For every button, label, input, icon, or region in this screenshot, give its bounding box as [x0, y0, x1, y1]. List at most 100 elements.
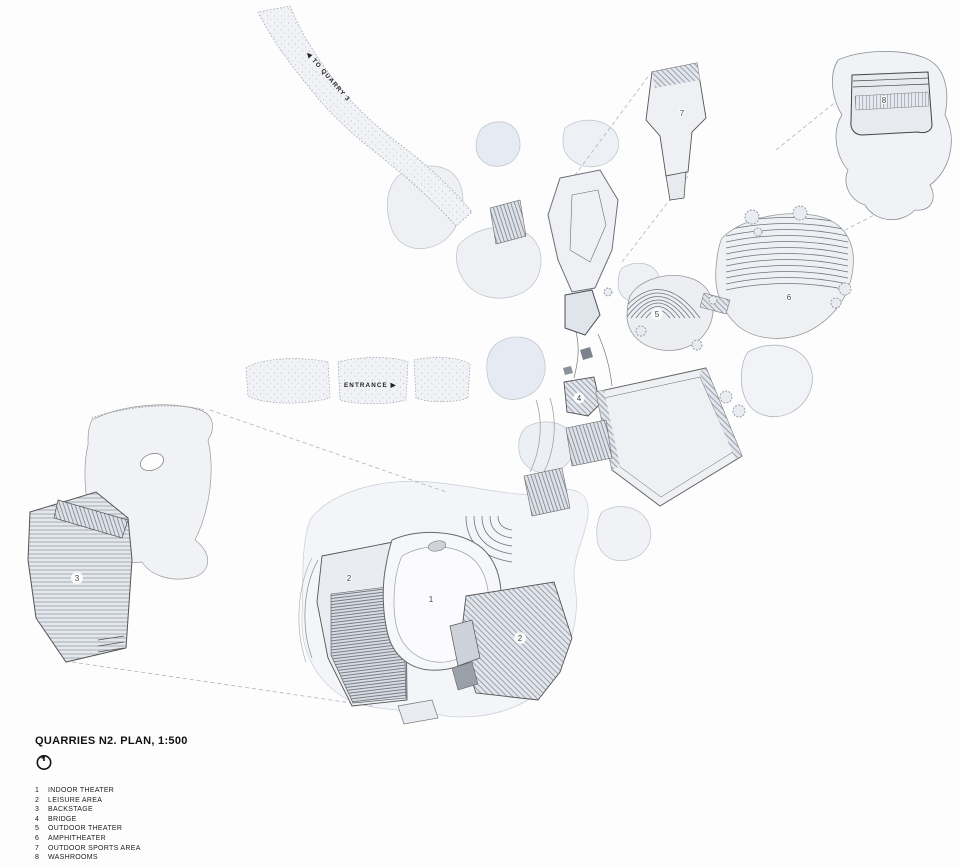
tree-icon: [719, 390, 733, 404]
terrain-blob: [518, 421, 575, 474]
legend-item-number: 6: [35, 834, 40, 842]
terrain-blob: [596, 506, 652, 562]
dark-accent: [580, 347, 593, 360]
callout-line: [557, 73, 651, 199]
terrain-blob: [562, 119, 620, 168]
legend-item-label: AMPHITHEATER: [48, 834, 106, 842]
backstage-pad: [140, 453, 164, 471]
area-8-washrooms: [832, 51, 952, 221]
entrance-corridor: ENTRANCE ▶: [245, 356, 471, 405]
legend-item-label: LEISURE AREA: [48, 796, 103, 804]
entrance-label: ENTRANCE ▶: [344, 382, 397, 389]
plan-marker-7: 7: [680, 109, 685, 118]
bottom-tail: [397, 699, 439, 725]
plan-marker-5: 5: [655, 310, 660, 319]
area-6-amphitheater: [715, 213, 854, 339]
plan-marker-3: 3: [75, 574, 80, 583]
connector-line: [597, 333, 613, 387]
entrance-band-segment: [245, 358, 331, 404]
quarry-path-band: [257, 5, 473, 227]
washrooms-wall-line: [852, 77, 930, 82]
legend-item: 8 WASHROOMS: [35, 853, 141, 863]
tree-icon: [792, 205, 808, 221]
connector-line: [573, 331, 579, 379]
marker-halo: [573, 392, 585, 404]
dark-accent: [563, 366, 573, 375]
sports-area-outline: [645, 62, 707, 177]
structure-d-inner: [569, 189, 607, 263]
legend-item-number: 2: [35, 796, 40, 804]
terrain-blob: [741, 344, 813, 417]
corridor-line: [529, 399, 541, 473]
structure-d-outline: [547, 169, 619, 293]
amphitheater-outline: [715, 213, 854, 339]
tree-icon: [753, 227, 763, 237]
tree-icon: [603, 287, 613, 297]
plan-marker-1: 1: [429, 595, 434, 604]
plan-marker-8: 8: [882, 96, 887, 105]
stair-hatch-block: [565, 419, 613, 467]
legend-item-label: BACKSTAGE: [48, 806, 93, 814]
backstage-steps: [97, 635, 125, 653]
legend-item-label: BRIDGE: [48, 815, 77, 823]
theater-complex: [298, 531, 573, 725]
washrooms-hatch: [854, 91, 930, 111]
legend-item-label: OUTDOOR THEATER: [48, 825, 123, 833]
plaza-edge-hatch: [699, 368, 742, 459]
area-5-outdoor-theater: [626, 275, 731, 351]
path-to-quarry-3: ◀ TO QUARRY 3: [257, 5, 473, 227]
plan-marker-4: 4: [577, 394, 582, 403]
legend: 1 INDOOR THEATER 2 LEISURE AREA 3 BACKST…: [35, 786, 141, 863]
callout-line: [209, 409, 447, 493]
washrooms-wall-line: [852, 83, 930, 88]
callout-line: [71, 661, 373, 707]
terrain-blob: [475, 121, 521, 167]
legend-item-number: 7: [35, 844, 40, 852]
tree-icon: [744, 209, 760, 225]
plaza-edge-hatch: [596, 390, 620, 470]
tree-icon: [635, 325, 647, 337]
sports-area-appendage: [665, 171, 687, 201]
plan-markers: 1 2 2 3 4 5 6 7 8: [74, 95, 888, 644]
tree-icon: [838, 282, 852, 296]
plaza-outline: [595, 367, 743, 507]
leisure-left-edge-band: [304, 559, 319, 659]
tree-icon: [830, 297, 842, 309]
tree-icon: [691, 339, 703, 351]
plan-marker-2-right: 2: [518, 634, 523, 643]
legend-item-number: 8: [35, 854, 40, 862]
legend-item-number: 4: [35, 815, 40, 823]
legend-item: 6 AMPHITHEATER: [35, 834, 141, 844]
plan-marker-2-left: 2: [347, 574, 352, 583]
legend-item: 2 LEISURE AREA: [35, 796, 141, 806]
central-structures: [489, 169, 619, 387]
tree-icon: [708, 295, 718, 305]
terrain-blob: [486, 336, 546, 400]
area-4-bridge: [563, 376, 601, 417]
tree-icon: [732, 404, 746, 418]
legend-item-number: 1: [35, 787, 40, 794]
legend-item: 7 OUTDOOR SPORTS AREA: [35, 844, 141, 854]
legend-item-number: 5: [35, 825, 40, 833]
area-7-outdoor-sports: [645, 62, 707, 201]
stage-element: [427, 540, 447, 552]
corridor-line: [543, 397, 555, 473]
backstage-stair-band: [53, 499, 129, 539]
stair-hatch-block: [523, 467, 571, 517]
entrance-band-segment: [337, 357, 409, 405]
legend-item: 4 BRIDGE: [35, 815, 141, 825]
stage-block: [449, 619, 481, 667]
stair-hatch-block: [489, 199, 527, 245]
marker-halo: [514, 632, 526, 644]
leisure-left-edge-band: [298, 557, 313, 663]
marker-halo: [651, 308, 663, 320]
area-3-backstage: [27, 404, 213, 663]
plan-marker-6: 6: [787, 293, 792, 302]
tree-icons: [603, 205, 852, 418]
entrance-band-segment: [413, 356, 471, 403]
legend-item-label: INDOOR THEATER: [48, 787, 115, 794]
structure-e-outline: [564, 289, 601, 336]
right-plaza-complex: [595, 367, 743, 507]
